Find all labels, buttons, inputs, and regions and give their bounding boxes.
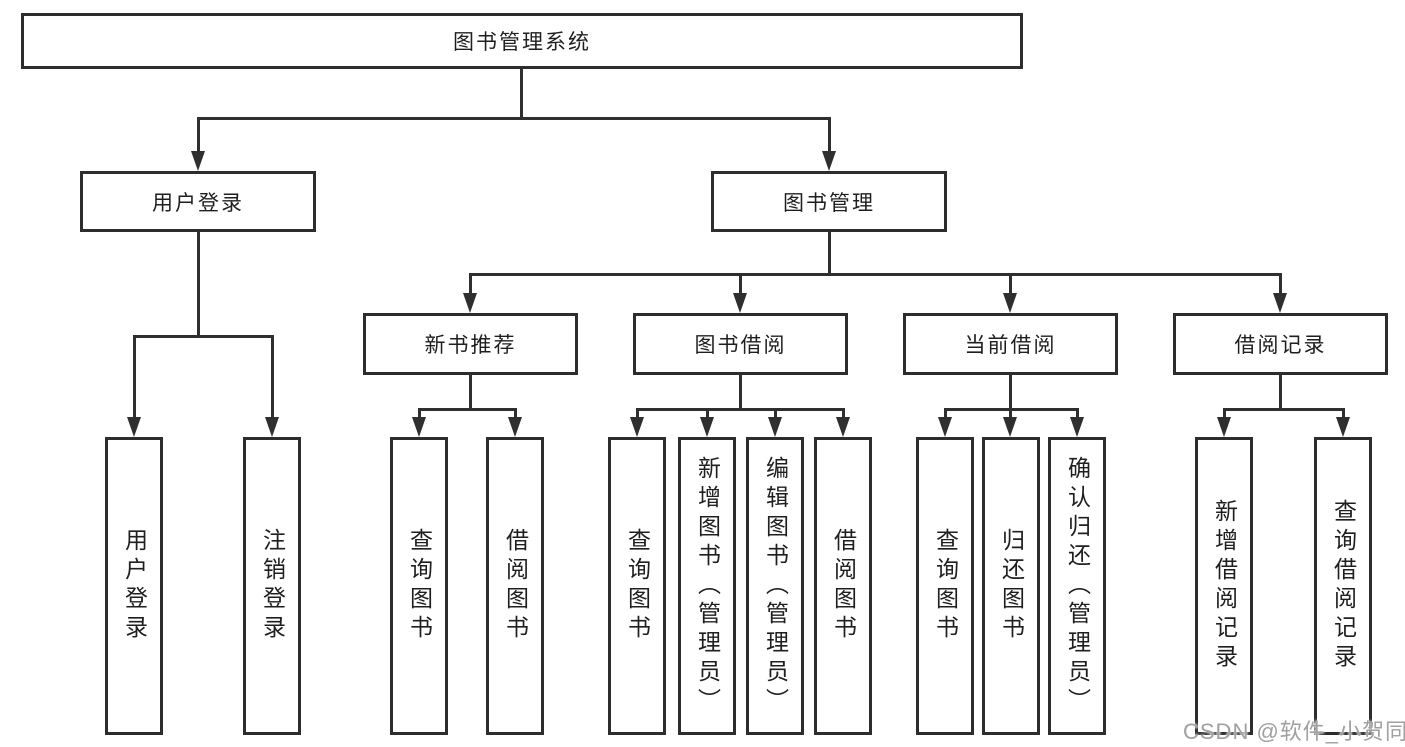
arrow-down-icon bbox=[191, 151, 205, 171]
connector-line bbox=[1342, 408, 1345, 419]
arrow-down-icon bbox=[508, 417, 522, 437]
connector-line bbox=[706, 408, 709, 419]
leaf-add-books-admin: 新增图书（管理员） bbox=[678, 437, 736, 735]
connector-line bbox=[197, 117, 831, 120]
leaf-logout: 注销登录 bbox=[243, 437, 301, 735]
arrow-down-icon bbox=[938, 417, 952, 437]
connector-line bbox=[1009, 375, 1012, 408]
connector-line bbox=[636, 408, 845, 411]
leaf-query-books: 查询图书 bbox=[916, 437, 974, 735]
leaf-user-login: 用户登录 bbox=[105, 437, 163, 735]
connector-line bbox=[1223, 408, 1345, 411]
connector-line bbox=[1009, 273, 1012, 295]
connector-line bbox=[944, 408, 947, 419]
leaf-query-borrow-record: 查询借阅记录 bbox=[1314, 437, 1372, 735]
connector-line bbox=[469, 273, 1282, 276]
node-book-borrow: 图书借阅 bbox=[633, 313, 848, 375]
connector-line bbox=[520, 69, 523, 117]
connector-line bbox=[469, 375, 472, 408]
leaf-query-books: 查询图书 bbox=[608, 437, 666, 735]
connector-line bbox=[1076, 408, 1079, 419]
connector-line bbox=[418, 408, 517, 411]
node-borrow-records: 借阅记录 bbox=[1173, 313, 1388, 375]
connector-line bbox=[514, 408, 517, 419]
connector-line bbox=[1279, 375, 1282, 408]
connector-line bbox=[828, 117, 831, 155]
arrow-down-icon bbox=[768, 417, 782, 437]
connector-line bbox=[739, 273, 742, 295]
leaf-edit-books-admin: 编辑图书（管理员） bbox=[746, 437, 804, 735]
connector-line bbox=[469, 273, 472, 295]
connector-line bbox=[197, 117, 200, 155]
arrow-down-icon bbox=[1070, 417, 1084, 437]
arrow-down-icon bbox=[463, 293, 477, 313]
connector-line bbox=[774, 408, 777, 419]
connector-line bbox=[197, 232, 200, 335]
arrow-down-icon bbox=[1273, 293, 1287, 313]
arrow-down-icon bbox=[412, 417, 426, 437]
node-current-borrow: 当前借阅 bbox=[903, 313, 1118, 375]
connector-line bbox=[1279, 273, 1282, 295]
connector-line bbox=[133, 335, 136, 419]
arrow-down-icon bbox=[836, 417, 850, 437]
connector-line bbox=[1223, 408, 1226, 419]
connector-line bbox=[739, 375, 742, 408]
node-user-login: 用户登录 bbox=[80, 171, 316, 232]
node-book-management: 图书管理 bbox=[711, 171, 947, 232]
arrow-down-icon bbox=[265, 417, 279, 437]
leaf-confirm-return-admin: 确认归还（管理员） bbox=[1048, 437, 1106, 735]
connector-line bbox=[1009, 408, 1012, 419]
node-new-book-recommend: 新书推荐 bbox=[363, 313, 578, 375]
arrow-down-icon bbox=[127, 417, 141, 437]
leaf-add-borrow-record: 新增借阅记录 bbox=[1195, 437, 1253, 735]
connector-line bbox=[133, 335, 274, 338]
arrow-down-icon bbox=[733, 293, 747, 313]
arrow-down-icon bbox=[1336, 417, 1350, 437]
arrow-down-icon bbox=[630, 417, 644, 437]
leaf-borrow-books: 借阅图书 bbox=[486, 437, 544, 735]
connector-line bbox=[828, 232, 831, 273]
leaf-query-books: 查询图书 bbox=[390, 437, 448, 735]
csdn-watermark: CSDN @软件_小贺同学 bbox=[1183, 719, 1405, 744]
arrow-down-icon bbox=[822, 151, 836, 171]
arrow-down-icon bbox=[1003, 293, 1017, 313]
node-library-management-system: 图书管理系统 bbox=[21, 13, 1023, 69]
arrow-down-icon bbox=[700, 417, 714, 437]
connector-line bbox=[271, 335, 274, 419]
connector-line bbox=[418, 408, 421, 419]
leaf-return-books: 归还图书 bbox=[982, 437, 1040, 735]
arrow-down-icon bbox=[1003, 417, 1017, 437]
connector-line bbox=[842, 408, 845, 419]
connector-line bbox=[636, 408, 639, 419]
arrow-down-icon bbox=[1217, 417, 1231, 437]
leaf-borrow-books: 借阅图书 bbox=[814, 437, 872, 735]
